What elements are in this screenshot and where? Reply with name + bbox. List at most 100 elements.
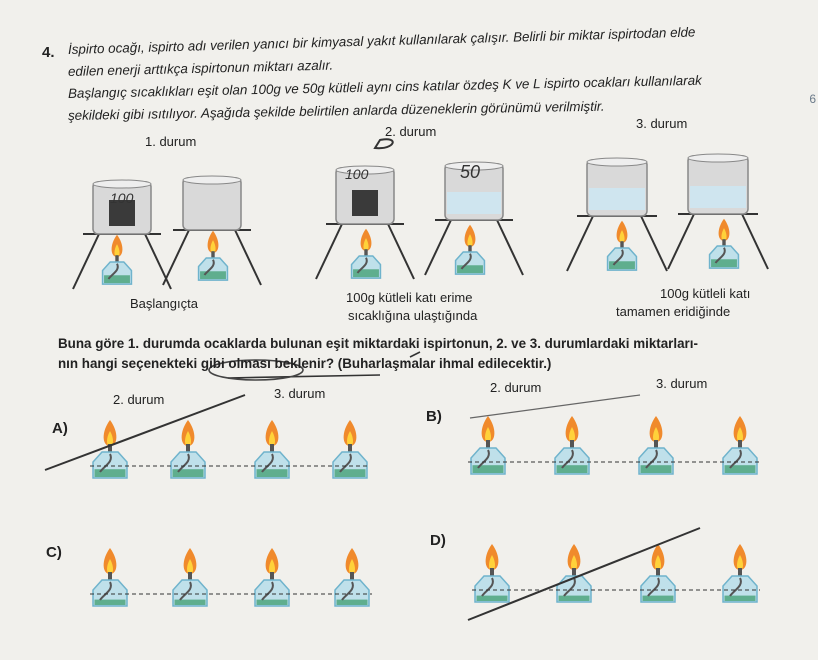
burner-wick xyxy=(570,440,574,448)
burner-liquid xyxy=(472,465,504,473)
beaker xyxy=(182,177,242,231)
flame-core xyxy=(653,427,659,442)
burner-wick xyxy=(348,444,352,452)
flame-core xyxy=(737,555,743,570)
option-a[interactable]: A) xyxy=(52,420,68,437)
option-col-3-label: 3. durum xyxy=(274,386,326,401)
burner-wick xyxy=(211,251,215,258)
caption-state-2-line-2: sıcaklığına ulaştığında xyxy=(348,308,478,323)
burner-liquid xyxy=(711,259,737,268)
burner-wick-coil xyxy=(107,263,119,280)
flame-core xyxy=(269,559,275,574)
burner-liquid xyxy=(724,595,756,601)
burner-liquid xyxy=(640,465,672,473)
flame-core xyxy=(107,431,113,446)
flame-core xyxy=(721,228,727,241)
flame-core xyxy=(187,559,193,574)
stand-leg xyxy=(496,219,524,276)
solid-block xyxy=(352,190,378,216)
burner-wick xyxy=(490,568,494,576)
burner-wick-coil xyxy=(481,577,494,597)
state-2-label: 2. durum xyxy=(385,124,437,139)
stand-leg xyxy=(667,213,695,270)
melted-liquid xyxy=(589,188,645,210)
handwritten-mass-1: 100 xyxy=(110,190,134,206)
burner-wick-coil xyxy=(261,453,274,473)
burner-wick xyxy=(350,572,354,580)
flame-core xyxy=(467,234,473,247)
burner-liquid xyxy=(353,269,379,278)
circled-word xyxy=(208,359,304,381)
burner-wick-coil xyxy=(647,577,660,597)
melted-liquid xyxy=(690,186,746,208)
beaker-rim xyxy=(92,179,152,189)
burner-liquid xyxy=(476,595,508,601)
beaker-rim xyxy=(182,175,242,185)
handwritten-mass-3: 50 xyxy=(460,162,481,182)
burner-wick-coil xyxy=(729,577,742,597)
stand-leg xyxy=(387,223,415,280)
stand-leg xyxy=(315,223,343,280)
burner-wick-coil xyxy=(356,257,368,274)
burner-liquid xyxy=(642,595,674,601)
burner-wick xyxy=(108,572,112,580)
prompt-line-1: Buna göre 1. durumda ocaklarda bulunan e… xyxy=(58,336,698,351)
stand-leg xyxy=(566,215,594,272)
burner-liquid xyxy=(609,261,635,270)
burner-wick xyxy=(620,241,624,248)
stand-leg xyxy=(72,233,100,290)
caption-state-1: Başlangıçta xyxy=(130,296,198,311)
caption-state-2-line-1: 100g kütleli katı erime xyxy=(346,290,473,305)
burner-wick-coil xyxy=(460,253,472,270)
state-1-label: 1. durum xyxy=(145,134,197,149)
flame-core xyxy=(347,431,353,446)
burner-liquid xyxy=(174,599,206,605)
flame-core xyxy=(489,555,495,570)
handwriting-tick xyxy=(409,351,421,358)
burner-liquid xyxy=(200,271,226,280)
burner-wick-coil xyxy=(612,249,624,266)
strike-line-a xyxy=(44,394,246,471)
prompt-line-2: nın hangi seçenekteki gibi olması beklen… xyxy=(58,356,552,371)
burner-wick xyxy=(108,444,112,452)
flame-core xyxy=(269,431,275,446)
page-edge-number: 6 xyxy=(809,92,816,106)
burner-wick-coil xyxy=(177,453,190,473)
flame-core xyxy=(569,427,575,442)
burner-liquid xyxy=(94,469,126,477)
burner-wick xyxy=(186,444,190,452)
solid-block xyxy=(109,200,135,226)
burner-wick xyxy=(486,440,490,448)
option-c[interactable]: C) xyxy=(46,544,62,561)
flame-core xyxy=(210,240,216,253)
stand-leg xyxy=(741,213,769,270)
beaker-rim xyxy=(586,157,648,167)
burner-wick xyxy=(738,440,742,448)
option-b[interactable]: B) xyxy=(426,408,442,425)
flame-core xyxy=(737,427,743,442)
burner-wick-coil xyxy=(561,449,574,469)
burner-liquid xyxy=(457,265,483,274)
burner-liquid xyxy=(336,599,368,605)
option-col-3-label-right: 3. durum xyxy=(656,376,708,391)
stand-leg xyxy=(424,219,452,276)
handwriting-loop xyxy=(373,138,394,150)
stand-leg xyxy=(234,229,262,286)
flame-core xyxy=(363,238,369,251)
flame-core xyxy=(571,555,577,570)
beaker-rim xyxy=(335,165,395,175)
option-col-2-label-right: 2. durum xyxy=(490,380,542,395)
handwritten-mass-2: 100 xyxy=(345,166,369,182)
option-d[interactable]: D) xyxy=(430,532,446,549)
burner-liquid xyxy=(556,465,588,473)
burner-wick-coil xyxy=(729,449,742,469)
burner-wick xyxy=(738,568,742,576)
burner-wick-coil xyxy=(99,453,112,473)
strike-line-top xyxy=(227,374,381,379)
caption-state-3-line-1: 100g kütleli katı xyxy=(660,286,751,301)
burner-liquid xyxy=(256,469,288,477)
strike-line-d xyxy=(467,527,701,621)
option-col-2-label: 2. durum xyxy=(113,392,165,407)
burner-wick xyxy=(572,568,576,576)
